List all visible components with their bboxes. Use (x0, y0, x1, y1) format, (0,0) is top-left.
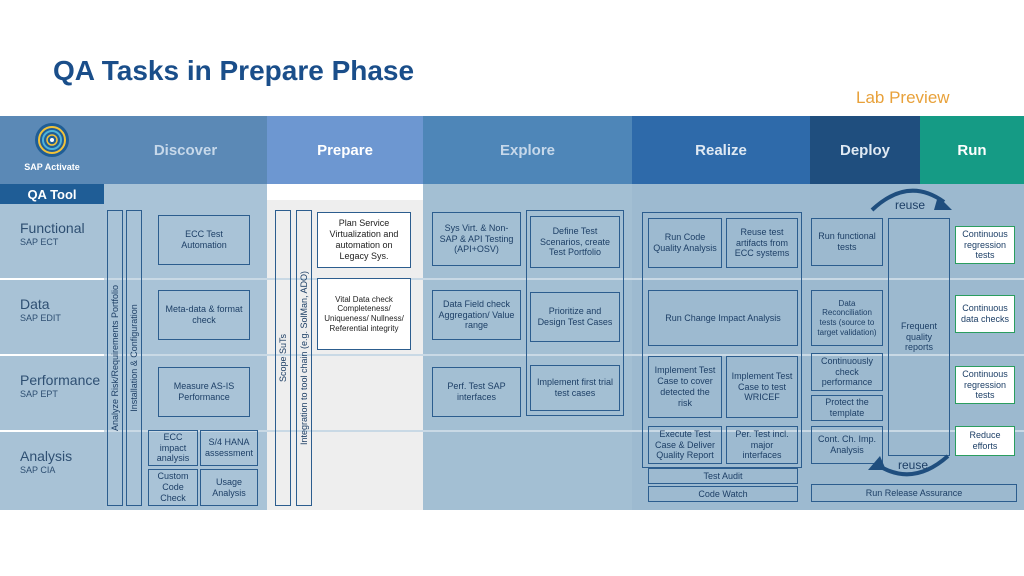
scope-suts-bar: Scope SuTs (275, 210, 291, 506)
run-code-quality-box: Run Code Quality Analysis (648, 218, 722, 268)
usage-analysis-box: Usage Analysis (200, 469, 258, 506)
continuous-data-checks-box: Continuous data checks (955, 295, 1015, 333)
phase-realize: Realize (632, 116, 810, 184)
reuse-arrow-bottom-icon (868, 454, 950, 477)
reduce-efforts-box: Reduce efforts (955, 426, 1015, 456)
execute-test-case-box: Execute Test Case & Deliver Quality Repo… (648, 426, 722, 464)
sap-activate-logo-cell: SAP Activate (0, 116, 104, 184)
protect-template-box: Protect the template (811, 395, 883, 421)
row-separator (104, 430, 1024, 432)
sap-activate-logo-icon (35, 123, 69, 157)
measure-performance-box: Measure AS-IS Performance (158, 367, 250, 417)
custom-code-check-box: Custom Code Check (148, 469, 198, 506)
implement-test-case-risk-box: Implement Test Case to cover detected th… (648, 356, 722, 418)
test-audit-box: Test Audit (648, 468, 798, 484)
row-separator (104, 354, 1024, 356)
reuse-arrow-top-icon (870, 188, 952, 212)
phase-explore: Explore (423, 116, 632, 184)
implement-trial-test-cases-box: Implement first trial test cases (530, 365, 620, 411)
installation-configuration-bar: Installation & Configuration (126, 210, 142, 506)
explore-design-group (526, 210, 624, 416)
ecc-test-automation-box: ECC Test Automation (158, 215, 250, 265)
discover-area (104, 184, 267, 510)
run-functional-tests-box: Run functional tests (811, 218, 883, 266)
perf-test-sap-interfaces-box: Perf. Test SAP interfaces (432, 367, 521, 417)
per-test-interfaces-box: Per. Test incl. major interfaces (726, 426, 798, 464)
lab-preview-label: Lab Preview (856, 88, 950, 107)
reuse-label-bottom: reuse (898, 458, 929, 472)
continuous-regression-tests-box: Continuous regression tests (955, 226, 1015, 264)
s4-hana-assessment-box: S/4 HANA assessment (200, 430, 258, 466)
continuous-regression-tests-box-2: Continuous regression tests (955, 366, 1015, 404)
explore-area (423, 184, 632, 510)
run-release-assurance-box: Run Release Assurance (811, 484, 1017, 502)
qa-tool-header: QA Tool (0, 184, 104, 204)
implement-test-case-wricef-box: Implement Test Case to test WRICEF (726, 356, 798, 418)
scope-suts-text: Scope SuTs (278, 333, 288, 383)
ecc-impact-analysis-box: ECC impact analysis (148, 430, 198, 466)
plan-service-virtualization-box: Plan Service Virtualization and automati… (317, 212, 411, 268)
run-change-impact-analysis-box: Run Change Impact Analysis (648, 290, 798, 346)
prioritize-design-test-cases-box: Prioritize and Design Test Cases (530, 292, 620, 342)
analyze-risk-text: Analyze Risk/Requirements Portfolio (110, 284, 120, 432)
logo-text: SAP Activate (24, 162, 80, 172)
data-reconciliation-box: Data Reconciliation tests (source to tar… (811, 290, 883, 346)
row-separator (104, 278, 1024, 280)
phase-discover: Discover (104, 116, 267, 184)
sys-virt-api-testing-box: Sys Virt. & Non-SAP & API Testing (API+O… (432, 212, 521, 266)
installation-configuration-text: Installation & Configuration (129, 304, 139, 412)
phase-prepare: Prepare (267, 116, 423, 184)
phase-run: Run (920, 116, 1024, 184)
continuously-check-performance-box: Continuously check performance (811, 353, 883, 391)
reuse-test-artifacts-box: Reuse test artifacts from ECC systems (726, 218, 798, 268)
page-title: QA Tasks in Prepare Phase (53, 55, 415, 86)
prepare-gap (267, 184, 423, 200)
phase-deploy: Deploy (810, 116, 920, 184)
vital-data-check-box: Vital Data check Completeness/ Uniquenes… (317, 278, 411, 350)
reuse-label-top: reuse (895, 198, 926, 212)
integration-tool-chain-text: Integration to tool chain (e.g. SolMan, … (299, 270, 309, 446)
integration-tool-chain-bar: Integration to tool chain (e.g. SolMan, … (296, 210, 312, 506)
realize-group (642, 212, 802, 468)
data-field-check-box: Data Field check Aggregation/ Value rang… (432, 290, 521, 340)
frequent-quality-reports-box: Frequent quality reports (888, 218, 950, 456)
code-watch-box: Code Watch (648, 486, 798, 502)
define-test-scenarios-box: Define Test Scenarios, create Test Portf… (530, 216, 620, 268)
change-impact-analysis-box: Cont. Ch. Imp. Analysis (811, 426, 883, 464)
metadata-format-check-box: Meta-data & format check (158, 290, 250, 340)
analyze-risk-bar: Analyze Risk/Requirements Portfolio (107, 210, 123, 506)
